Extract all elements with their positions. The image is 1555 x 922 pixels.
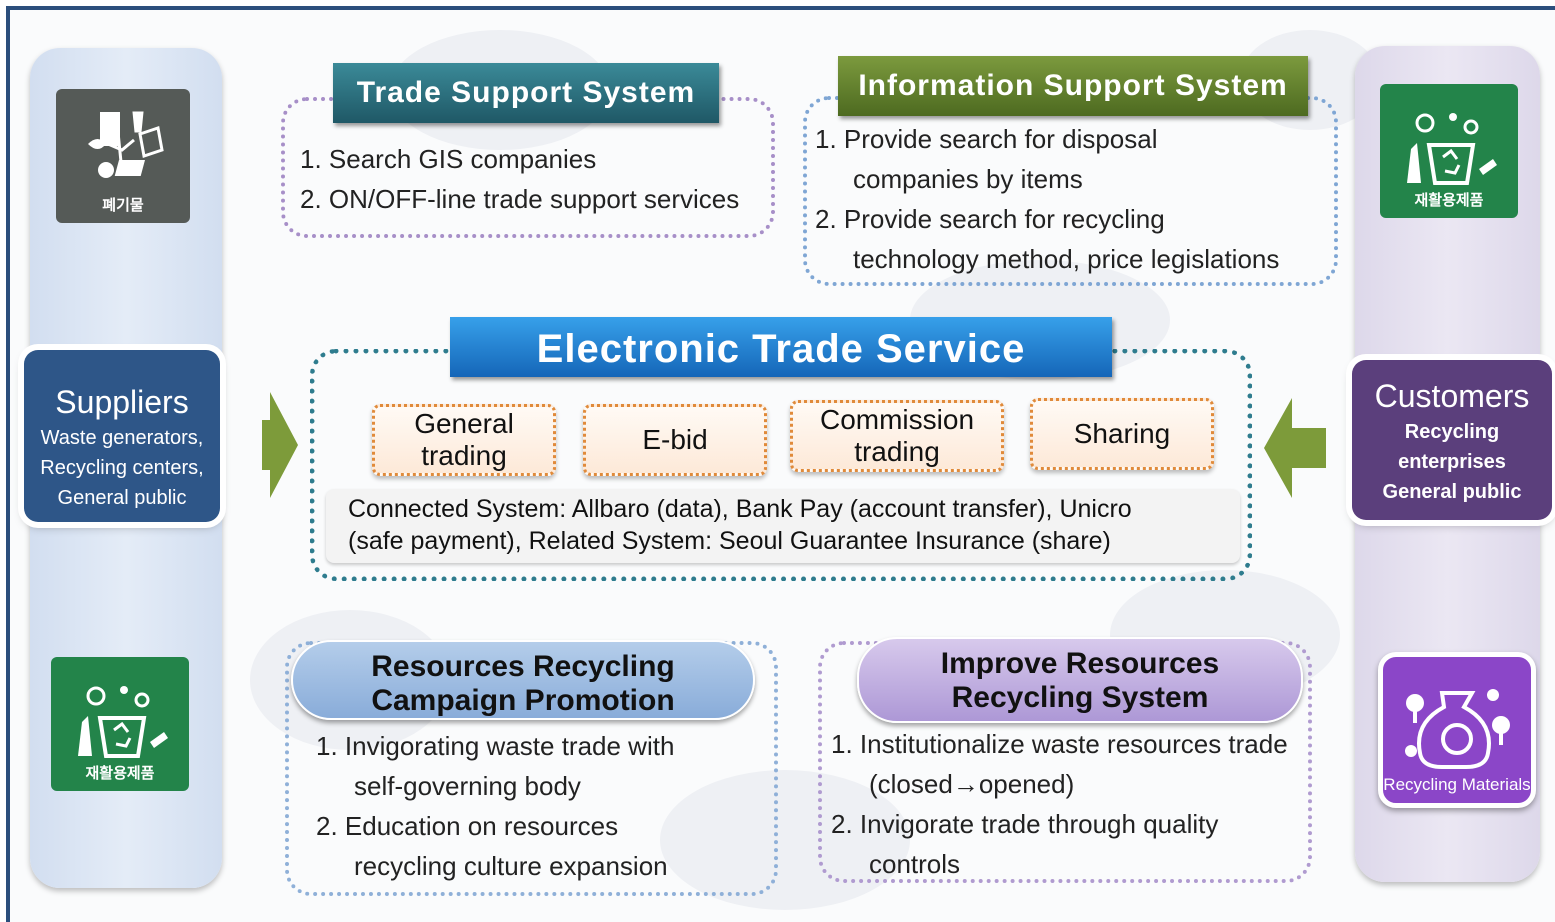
customers-box: Customers Recycling enterprises General … bbox=[1352, 360, 1552, 520]
chip-line: Commission bbox=[819, 404, 975, 435]
list-item: 2. Invigorate trade through quality bbox=[831, 809, 1219, 839]
list-item: 2. ON/OFF-line trade support services bbox=[300, 184, 740, 214]
improve-title-line: Improve Resources bbox=[940, 647, 1220, 680]
campaign-header: Resources Recycling Campaign Promotion bbox=[291, 640, 755, 720]
info-support-list: 1. Provide search for disposal companies… bbox=[815, 119, 1279, 279]
campaign-list: 1. Invigorating waste trade with self-go… bbox=[316, 726, 674, 886]
chip-line: trading bbox=[854, 436, 940, 467]
list-item: (closed→opened) bbox=[869, 769, 1075, 799]
recycling-bag-glyph bbox=[1405, 689, 1510, 769]
list-item: technology method, price legislations bbox=[853, 244, 1280, 274]
improve-list: 1. Institutionalize waste resources trad… bbox=[831, 724, 1288, 884]
connected-line: Connected System: Allbaro (data), Bank P… bbox=[348, 495, 1132, 523]
customers-line: enterprises bbox=[1398, 451, 1506, 473]
suppliers-line: Recycling centers, bbox=[40, 457, 204, 479]
waste-icon: 폐기물 bbox=[56, 89, 190, 223]
waste-label: 폐기물 bbox=[102, 197, 144, 214]
trade-support-header: Trade Support System bbox=[333, 63, 719, 123]
service-e-bid: E-bid bbox=[583, 404, 767, 476]
chip-line: E-bid bbox=[642, 424, 708, 455]
recycling-products-label: 재활용제품 bbox=[85, 765, 155, 782]
customers-line: General public bbox=[1382, 481, 1522, 503]
suppliers-box: Suppliers Waste generators, Recycling ce… bbox=[24, 350, 220, 522]
improve-title-line: Recycling System bbox=[951, 681, 1209, 714]
waste-glyph bbox=[88, 111, 164, 178]
service-sharing: Sharing bbox=[1030, 398, 1214, 470]
list-item: 1. Provide search for disposal bbox=[815, 124, 1158, 154]
recycle-bin-glyph bbox=[78, 686, 168, 758]
suppliers-line: General public bbox=[57, 487, 187, 509]
list-item: recycling culture expansion bbox=[354, 851, 668, 881]
suppliers-title: Suppliers bbox=[55, 384, 189, 420]
electronic-trade-header: Electronic Trade Service bbox=[450, 317, 1112, 377]
campaign-title-line: Campaign Promotion bbox=[371, 684, 675, 717]
chip-line: General bbox=[414, 408, 514, 439]
list-item: 1. Institutionalize waste resources trad… bbox=[831, 729, 1288, 759]
list-item: 2. Education on resources bbox=[316, 811, 619, 841]
chip-line: trading bbox=[421, 440, 507, 471]
customers-line: Recycling bbox=[1404, 421, 1500, 443]
list-item: 1. Invigorating waste trade with bbox=[316, 731, 675, 761]
recycling-products-icon: 재활용제품 bbox=[51, 657, 189, 791]
recycling-products-icon: 재활용제품 bbox=[1380, 84, 1518, 218]
arrow-left-icon bbox=[1264, 398, 1326, 498]
connected-system-text: Connected System: Allbaro (data), Bank P… bbox=[326, 489, 1240, 563]
list-item: companies by items bbox=[853, 164, 1083, 194]
trade-support-list: 1. Search GIS companies 2. ON/OFF-line t… bbox=[300, 139, 739, 219]
arrow-right-icon bbox=[262, 392, 298, 498]
recycling-materials-icon: Recycling Materials bbox=[1378, 652, 1536, 808]
recycling-materials-label: Recycling Materials bbox=[1383, 775, 1531, 794]
list-item: 1. Search GIS companies bbox=[300, 144, 597, 174]
list-item: self-governing body bbox=[354, 771, 581, 801]
customers-title: Customers bbox=[1374, 378, 1530, 414]
improve-header: Improve Resources Recycling System bbox=[857, 637, 1303, 723]
campaign-title-line: Resources Recycling bbox=[371, 650, 675, 683]
connected-line: (safe payment), Related System: Seoul Gu… bbox=[348, 527, 1111, 555]
recycling-products-label: 재활용제품 bbox=[1414, 192, 1484, 209]
list-item: controls bbox=[869, 849, 961, 879]
list-item: 2. Provide search for recycling bbox=[815, 204, 1165, 234]
suppliers-line: Waste generators, bbox=[40, 427, 204, 449]
chip-line: Sharing bbox=[1073, 418, 1171, 449]
recycle-bin-glyph bbox=[1407, 113, 1497, 185]
info-support-header: Information Support System bbox=[838, 56, 1308, 116]
